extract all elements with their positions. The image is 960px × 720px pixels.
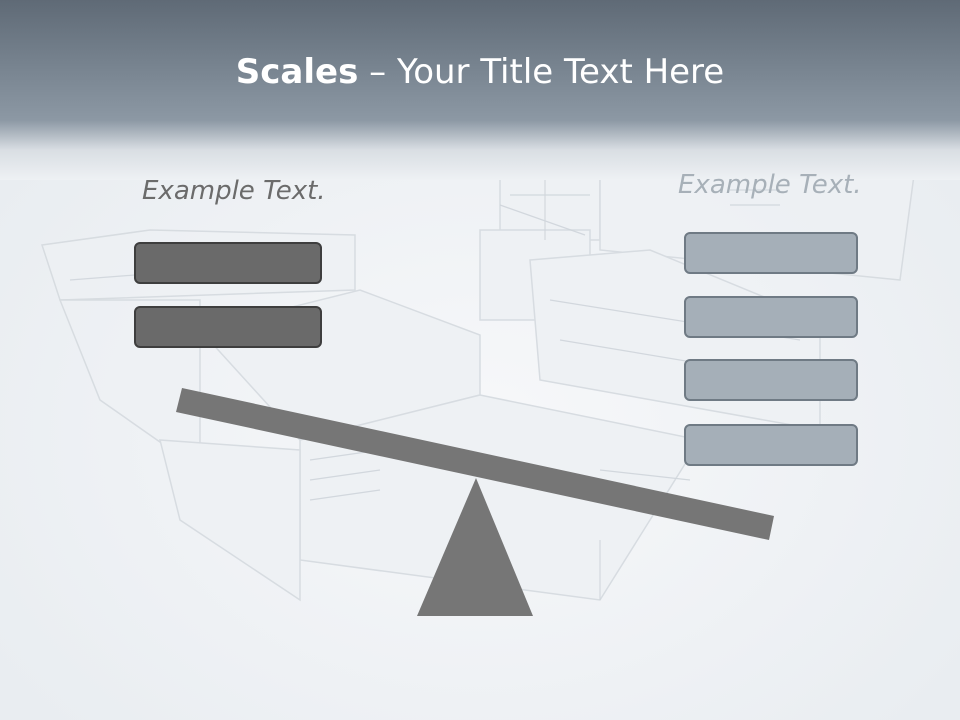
right-text-box-3[interactable]: [684, 359, 858, 401]
left-text-box-1[interactable]: [134, 242, 322, 284]
title-bar: [0, 0, 960, 180]
title-strong: Scales: [235, 52, 359, 92]
right-caption: Example Text.: [678, 170, 862, 200]
scale-beam: [176, 388, 774, 540]
scale-fulcrum: [417, 478, 533, 616]
right-text-box-1[interactable]: [684, 232, 858, 274]
page-title: Scales – Your Title Text Here: [0, 52, 960, 92]
left-caption: Example Text.: [142, 176, 326, 206]
right-text-box-2[interactable]: [684, 296, 858, 338]
right-text-box-4[interactable]: [684, 424, 858, 466]
title-rest: – Your Title Text Here: [358, 52, 725, 92]
left-text-box-2[interactable]: [134, 306, 322, 348]
